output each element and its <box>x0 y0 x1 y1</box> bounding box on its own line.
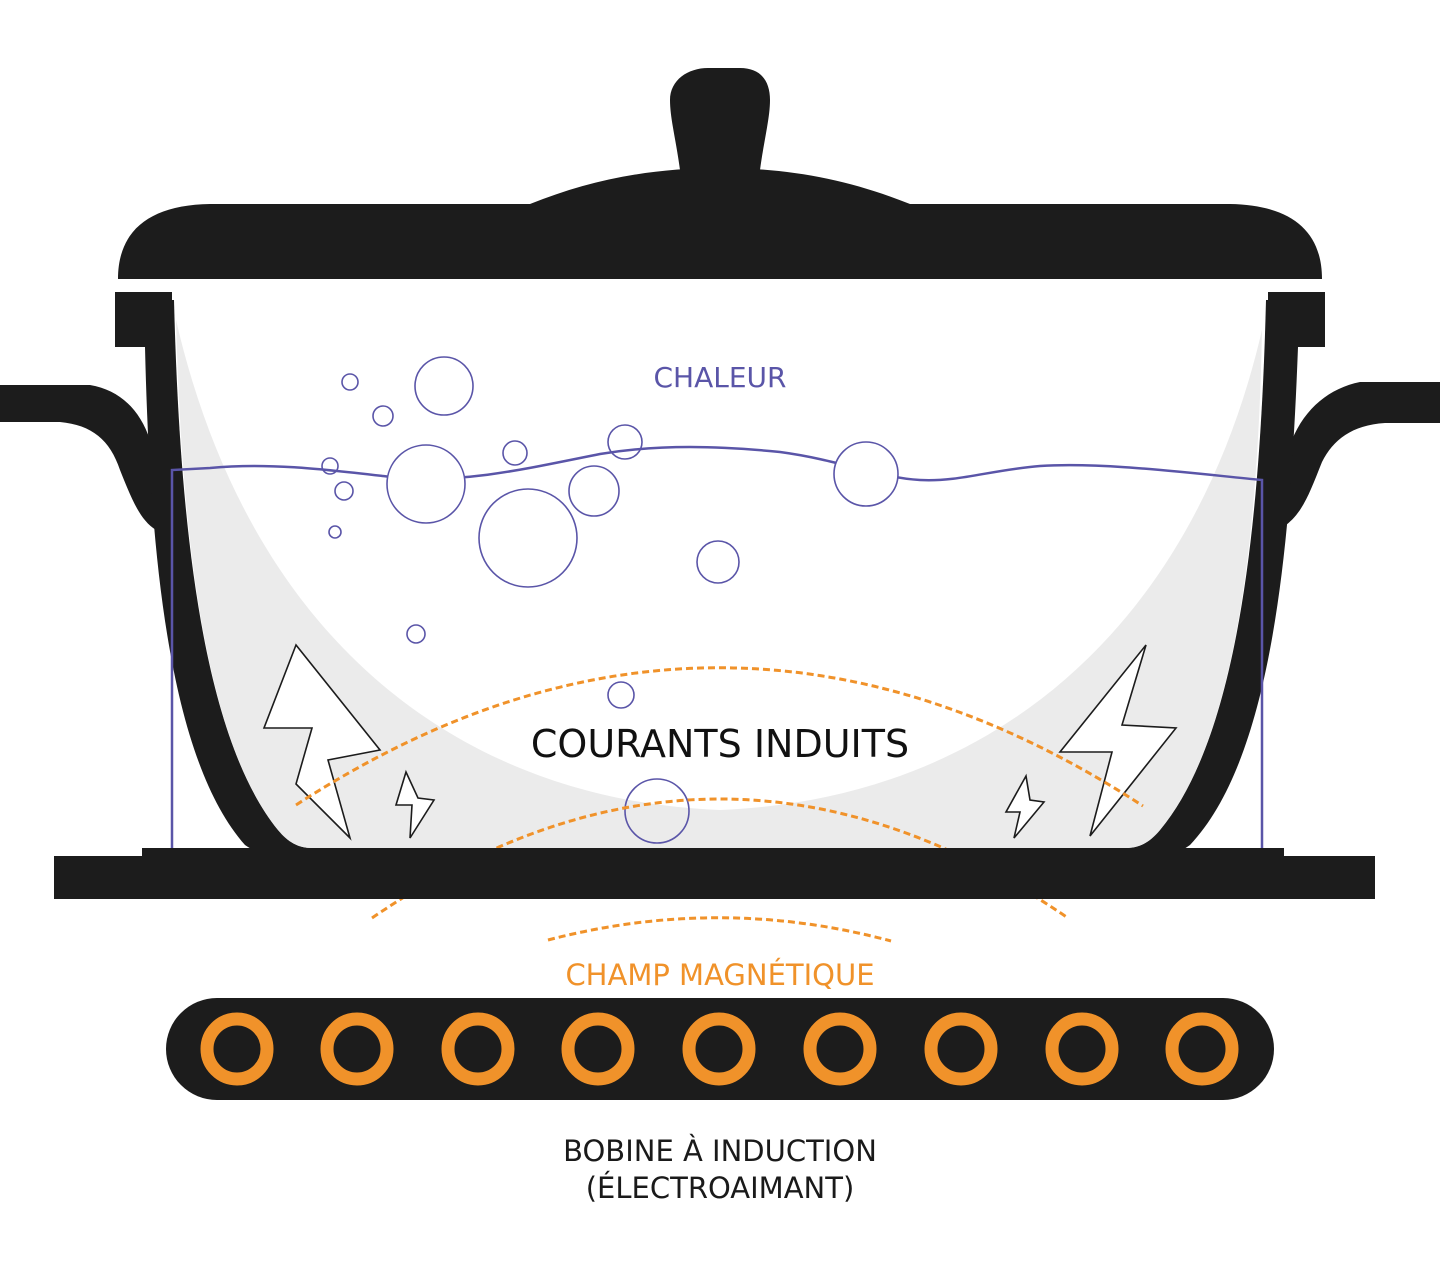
coil-housing <box>166 998 1274 1100</box>
lightning-bolts <box>262 643 1178 841</box>
lightning-bolt-icon <box>1058 644 1178 837</box>
heat-label: CHALEUR <box>654 361 787 394</box>
magnetic-field-label: CHAMP MAGNÉTIQUE <box>565 958 874 992</box>
lightning-bolt-icon <box>262 643 382 841</box>
bubble-icon <box>502 440 528 466</box>
coil-ring-icon <box>1045 1012 1119 1086</box>
bubble-icon <box>341 373 359 391</box>
glass-reflection <box>176 320 1262 848</box>
bubble-icon <box>696 540 740 584</box>
cooktop <box>54 848 1375 899</box>
cooktop-plate <box>54 856 1375 899</box>
bubble-icon <box>386 444 466 524</box>
coil-ring-icon <box>682 1012 756 1086</box>
bubble-icon <box>833 441 899 507</box>
bubble-icon <box>607 681 635 709</box>
bubble-icon <box>624 778 690 844</box>
coil-ring-icon <box>924 1012 998 1086</box>
lightning-bolt-icon <box>1004 773 1046 839</box>
field-arc-bottom <box>547 916 892 943</box>
right-handle <box>1286 382 1440 525</box>
coil-ring-icon <box>1165 1012 1239 1086</box>
bubble-icon <box>372 405 394 427</box>
pot-interior <box>174 300 1266 848</box>
coil-ring-icon <box>441 1012 515 1086</box>
bubble-icon <box>607 424 643 460</box>
pot-lid <box>118 68 1322 279</box>
coil-rings <box>200 1012 1239 1086</box>
coil-ring-icon <box>561 1012 635 1086</box>
coil-ring-icon <box>200 1012 274 1086</box>
lid-knob <box>670 68 770 170</box>
lid-dome <box>118 168 1322 279</box>
bubble-icon <box>406 624 426 644</box>
coil-ring-icon <box>803 1012 877 1086</box>
lightning-bolt-icon <box>394 769 436 839</box>
coil-label-line1: BOBINE À INDUCTION <box>563 1134 877 1168</box>
bubble-icon <box>414 356 474 416</box>
field-arc-top <box>295 666 1144 808</box>
induction-coil <box>166 998 1274 1100</box>
bubble-icon <box>321 457 339 475</box>
coil-label-line2: (ÉLECTROAIMANT) <box>586 1171 855 1205</box>
bubble-icon <box>328 525 342 539</box>
bubble-icon <box>478 488 578 588</box>
left-handle <box>0 385 156 530</box>
bubble-icon <box>334 481 354 501</box>
pot-handles <box>0 382 1440 530</box>
coil-ring-icon <box>320 1012 394 1086</box>
induced-currents-label: COURANTS INDUITS <box>531 722 909 766</box>
bubbles <box>321 356 899 844</box>
bubble-icon <box>568 465 620 517</box>
